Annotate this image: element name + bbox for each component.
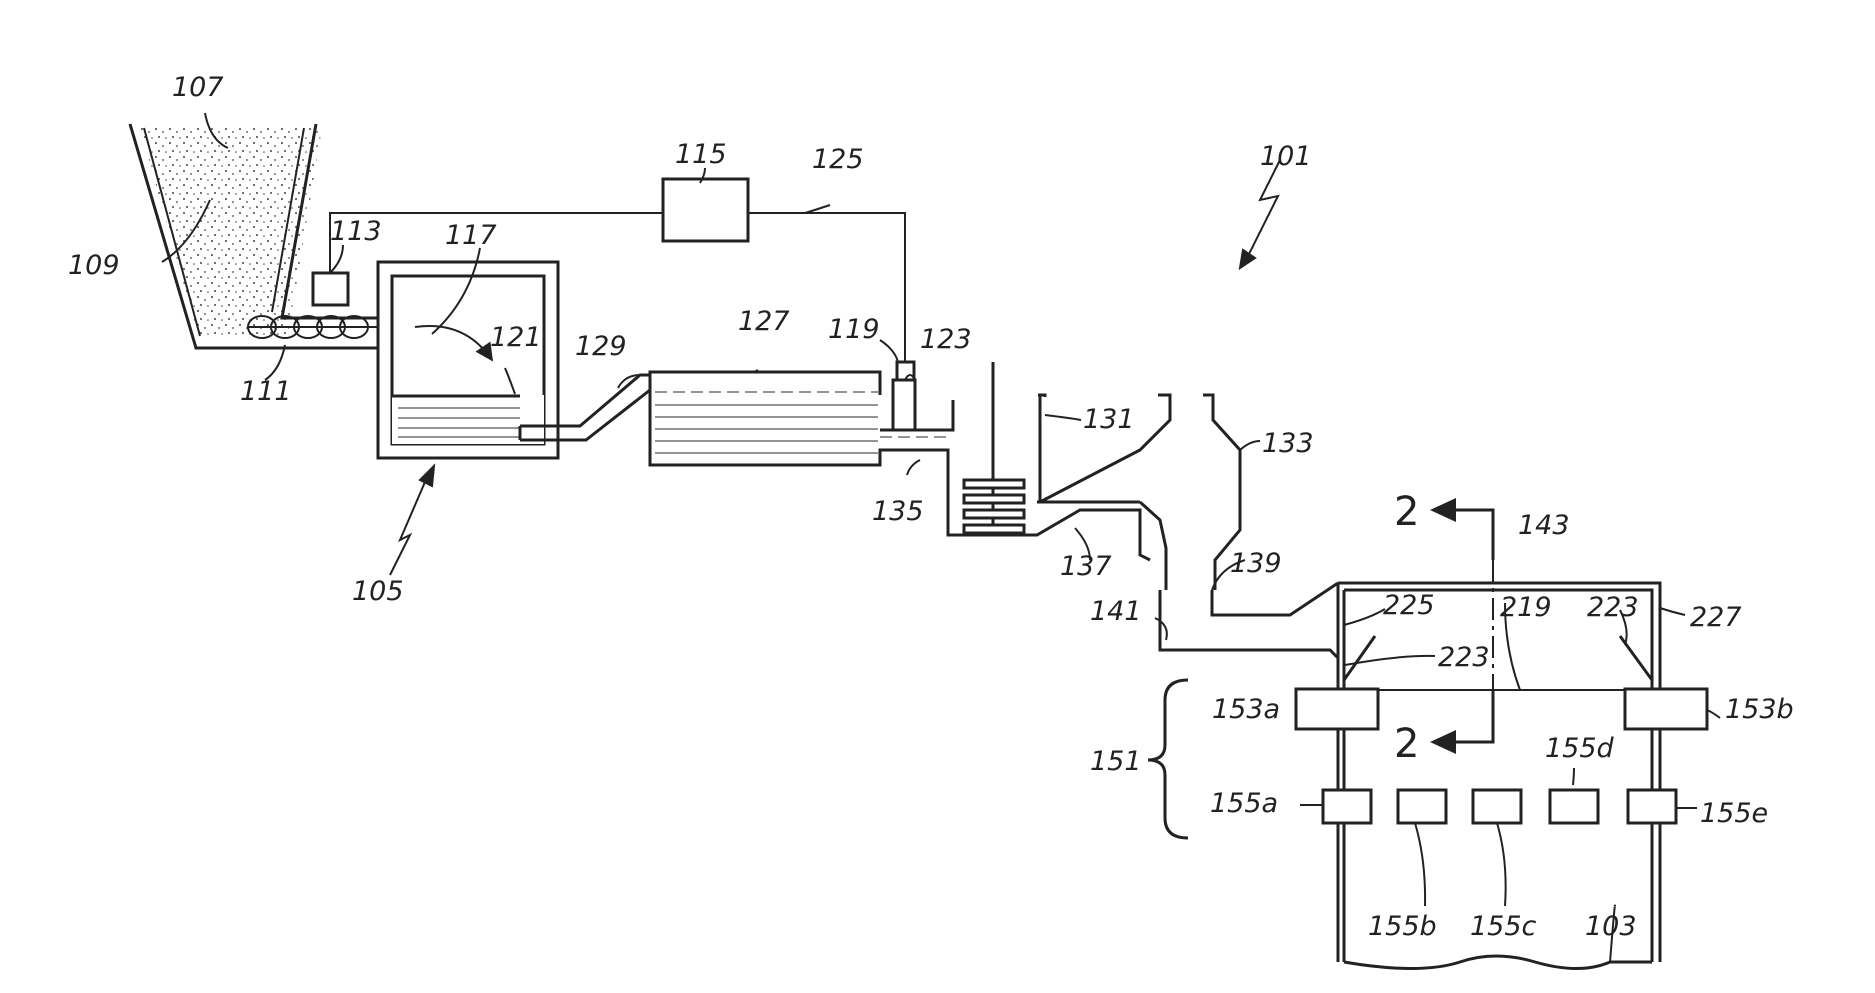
label-115: 115 [675, 139, 727, 170]
substrate-103 [1344, 956, 1652, 969]
mixing-tank [918, 362, 1140, 535]
furnace [378, 262, 558, 458]
sensor-155e [1628, 790, 1676, 823]
sensor-155d [1550, 790, 1598, 823]
label-105: 105 [352, 576, 404, 607]
label-155a: 155a [1210, 788, 1278, 819]
label-107: 107 [172, 72, 224, 103]
label-129: 129 [575, 331, 627, 362]
label-227: 227 [1690, 602, 1742, 633]
label-133: 133 [1262, 428, 1314, 459]
sensor-155a [1323, 790, 1371, 823]
label-143: 143 [1518, 510, 1570, 541]
label-109: 109 [68, 250, 120, 281]
level-sensor [880, 362, 953, 430]
leader-lines [162, 113, 1720, 962]
label-119: 119 [828, 314, 880, 345]
label-137: 137 [1060, 551, 1112, 582]
heater-153a [1296, 689, 1378, 729]
sensor-155b [1398, 790, 1446, 823]
label-117: 117 [445, 220, 497, 251]
label-223-right: 223 [1587, 592, 1639, 623]
section-label-bottom: 2 [1394, 721, 1419, 767]
label-219: 219 [1500, 592, 1552, 623]
label-101: 101 [1260, 141, 1312, 172]
controller-box [663, 179, 748, 241]
label-155b: 155b [1368, 911, 1437, 942]
label-139: 139 [1230, 548, 1282, 579]
label-155d: 155d [1545, 733, 1615, 764]
label-153a: 153a [1212, 694, 1280, 725]
label-123: 123 [920, 324, 972, 355]
label-121: 121 [490, 322, 542, 353]
label-223-left: 223 [1438, 642, 1490, 673]
label-153b: 153b [1725, 694, 1794, 725]
label-135: 135 [872, 496, 924, 527]
label-111: 111 [240, 376, 292, 407]
sensor-155c [1473, 790, 1521, 823]
label-151: 151 [1090, 746, 1142, 777]
section-label-top: 2 [1394, 489, 1419, 535]
heater-153b [1625, 689, 1707, 729]
label-131: 131 [1083, 404, 1135, 435]
label-225: 225 [1383, 590, 1435, 621]
motor-box [313, 273, 348, 305]
label-155c: 155c [1470, 911, 1537, 942]
section-arrows [1430, 498, 1493, 754]
label-125: 125 [812, 144, 864, 175]
label-155e: 155e [1700, 798, 1768, 829]
label-113: 113 [330, 216, 382, 247]
bracket-151 [1148, 680, 1188, 838]
feed-pipe-139 [1160, 583, 1338, 658]
label-103: 103 [1585, 911, 1637, 942]
label-141: 141 [1090, 596, 1142, 627]
label-127: 127 [738, 306, 790, 337]
